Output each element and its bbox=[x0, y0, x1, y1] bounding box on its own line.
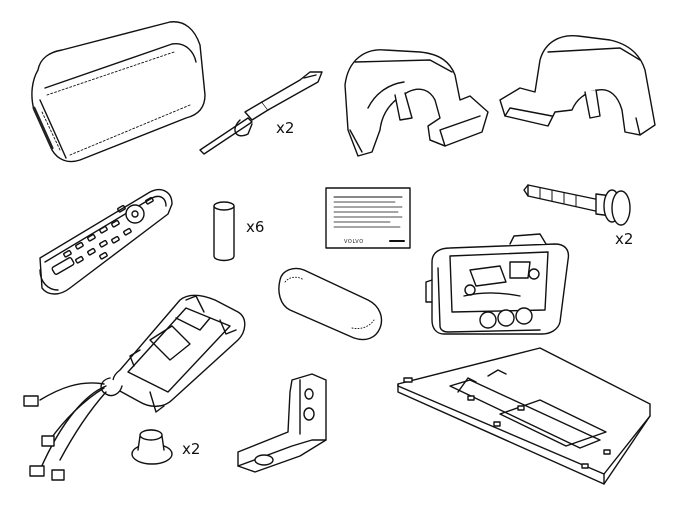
armrest-bracket-left bbox=[344, 49, 489, 157]
label-card-brand: VOLVO bbox=[344, 239, 364, 245]
rivet-quantity: x2 bbox=[615, 230, 633, 248]
cable-tie-quantity: x2 bbox=[276, 119, 294, 137]
label-card bbox=[325, 187, 411, 249]
cable-tie bbox=[199, 71, 323, 155]
mounting-plate bbox=[397, 347, 651, 485]
control-panel bbox=[425, 233, 570, 335]
plug-quantity: x2 bbox=[182, 440, 200, 458]
electronics-housing bbox=[23, 294, 246, 481]
spacer-tube bbox=[213, 201, 235, 262]
expansion-rivet bbox=[523, 184, 631, 226]
light-lens bbox=[278, 267, 383, 341]
remote-control bbox=[39, 188, 173, 295]
l-bracket bbox=[237, 373, 327, 473]
armrest-bracket-right bbox=[499, 35, 656, 136]
rubber-plug bbox=[131, 429, 173, 465]
spacer-quantity: x6 bbox=[246, 218, 264, 236]
armrest-cushion bbox=[31, 21, 206, 163]
